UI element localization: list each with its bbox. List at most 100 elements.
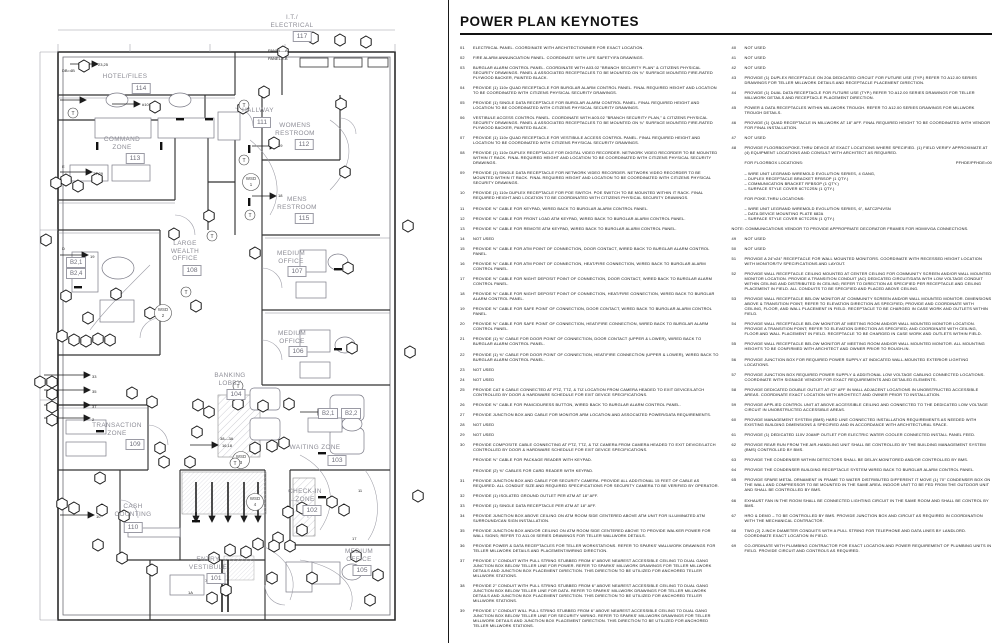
- keynote-text: NOT USED: [744, 135, 766, 141]
- keynote-item[interactable]: PROVIDE (2) ⅝" CABLES FOR CARD READER WI…: [460, 468, 721, 473]
- keynote-number: 29: [460, 432, 465, 438]
- keynote-text: PROVIDE MANAGEMENT SYSTEM (BMS) HARD LIN…: [744, 416, 977, 427]
- keynote-number: 27: [460, 412, 465, 418]
- svg-text:T: T: [184, 290, 187, 296]
- keynote-item[interactable]: PROVIDE ⅝" CABLE FOR PACKAGE READER WITH…: [460, 457, 721, 462]
- keynote-text: NOT USED: [473, 366, 495, 372]
- keynote-item[interactable]: FOR POKE-THRU LOCATIONS:: [732, 196, 993, 201]
- keynote-text: PROVIDE CAT 6 CABLE CONNECTED AT PTZ, TT…: [473, 386, 705, 397]
- keynote-number: 38: [460, 583, 465, 589]
- keynote-text: PROVIDE 1" CONDUIT WILL PULL STRING STUB…: [473, 608, 711, 629]
- keynote-text: VESTIBULE ACCESS CONTROL PANEL. COORDINA…: [473, 115, 713, 131]
- keynote-text: PROVIDE (1) 110v DUPLEX RECEPTACLE FOR D…: [473, 150, 718, 166]
- keynote-number: 42: [731, 64, 737, 70]
- keynote-item[interactable]: FOR FLOORBOX LOCATIONS:PFHDE/PFHDE=00: [732, 160, 993, 165]
- svg-text:38—3A: 38—3A: [220, 436, 234, 441]
- keynote-number: 64: [731, 467, 737, 473]
- keynote-number: 61: [731, 432, 737, 438]
- keynote-number: 14: [460, 235, 465, 241]
- keynote-number: 20: [460, 321, 465, 327]
- keynote-text: PROVIDE JUNCTION BOX FOR REQUIRED POWER …: [744, 356, 969, 367]
- svg-text:1: 1: [250, 182, 253, 187]
- keynote-number: 59: [731, 401, 737, 407]
- keynote-text: PROVIDE (1) SINGLE DATA RECEPTACLE FOR B…: [473, 99, 700, 110]
- keynote-text: PROVIDE JUNCTION BOX ABOVE CEILING ON AT…: [473, 512, 706, 523]
- room-number-badge: 108: [182, 265, 202, 276]
- svg-text:23,25: 23,25: [98, 62, 109, 67]
- svg-text:T: T: [242, 158, 245, 164]
- svg-text:10: 10: [96, 514, 101, 519]
